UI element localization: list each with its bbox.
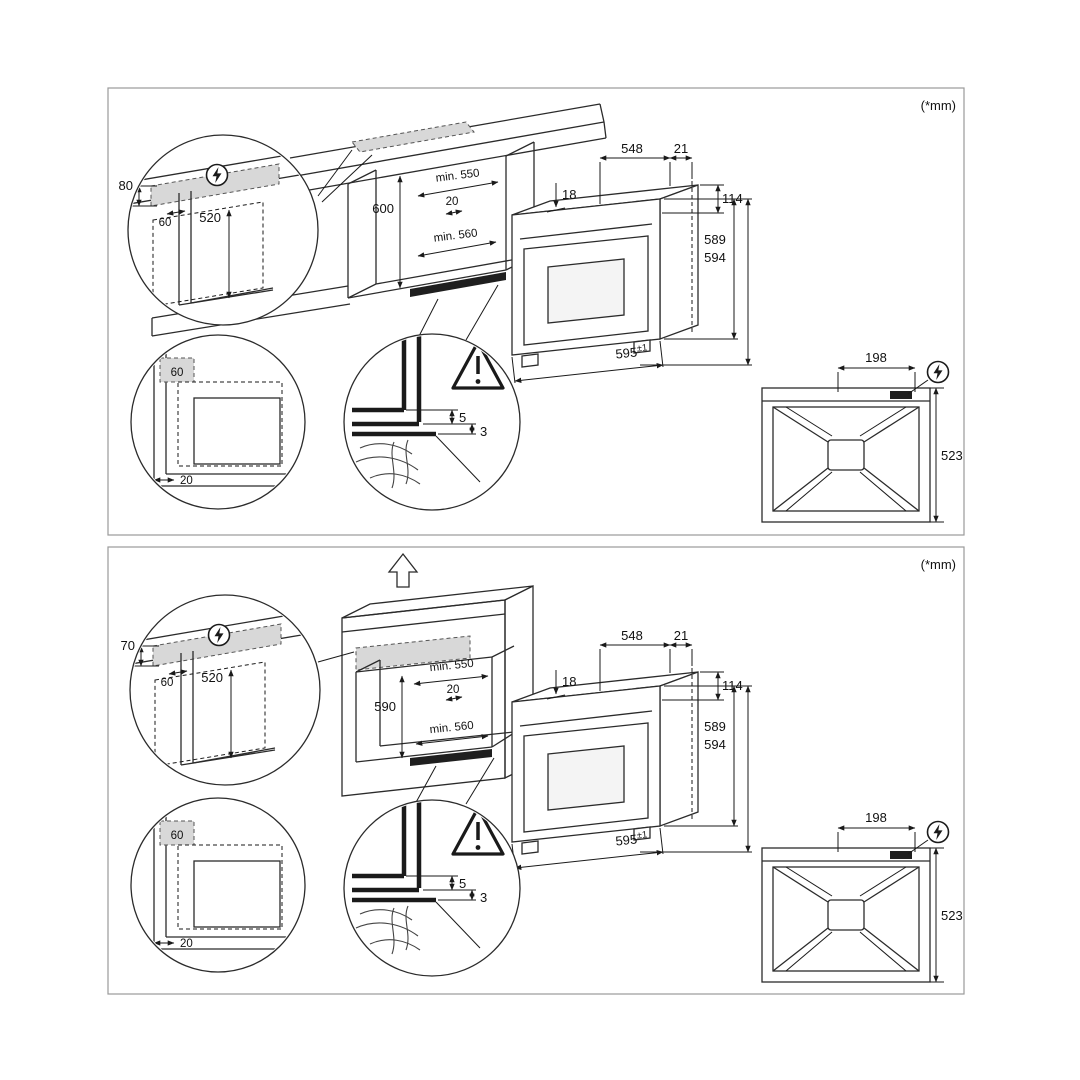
ventilation-slab — [410, 749, 492, 766]
dim-niche-rear-gap: 20 — [447, 684, 460, 696]
corner-detail-instance — [131, 798, 305, 972]
floor-detail-instance — [344, 334, 520, 510]
units-label: (*mm) — [921, 557, 956, 572]
dim-wall-zone-height: 80 — [119, 178, 133, 193]
ventilation-slab — [410, 272, 506, 297]
electrical-zone-shading — [355, 635, 471, 671]
up-arrow-icon — [387, 552, 419, 588]
dim-wall-zone-height: 70 — [121, 638, 135, 653]
top-panel: (*mm) min. 550 20 600 — [107, 87, 965, 536]
units-label: (*mm) — [921, 98, 956, 113]
dim-niche-height: 600 — [372, 201, 394, 216]
dim-niche-min-width: min. 550 — [429, 658, 474, 675]
dim-niche-height: 590 — [374, 699, 396, 714]
dim-niche-rear-gap: 20 — [446, 196, 459, 208]
worktop-assembly: min. 550 20 600 min. 560 — [151, 103, 607, 347]
dim-niche-min-width: min. 550 — [435, 167, 480, 184]
dim-niche-min-depth: min. 560 — [429, 720, 474, 737]
wall-detail-instance — [128, 135, 318, 325]
corner-detail-instance — [131, 335, 305, 509]
cabinet-front-face — [341, 599, 506, 797]
dim-niche-min-depth: min. 560 — [433, 227, 478, 244]
bottom-panel: (*mm) min. 550 20 590 min. 560 7 — [107, 546, 965, 995]
wall-detail-instance — [130, 595, 320, 785]
floor-detail-instance — [344, 800, 520, 976]
tall-cabinet-assembly: min. 550 20 590 min. 560 — [317, 552, 534, 807]
hob-cutout-shading — [351, 121, 475, 153]
